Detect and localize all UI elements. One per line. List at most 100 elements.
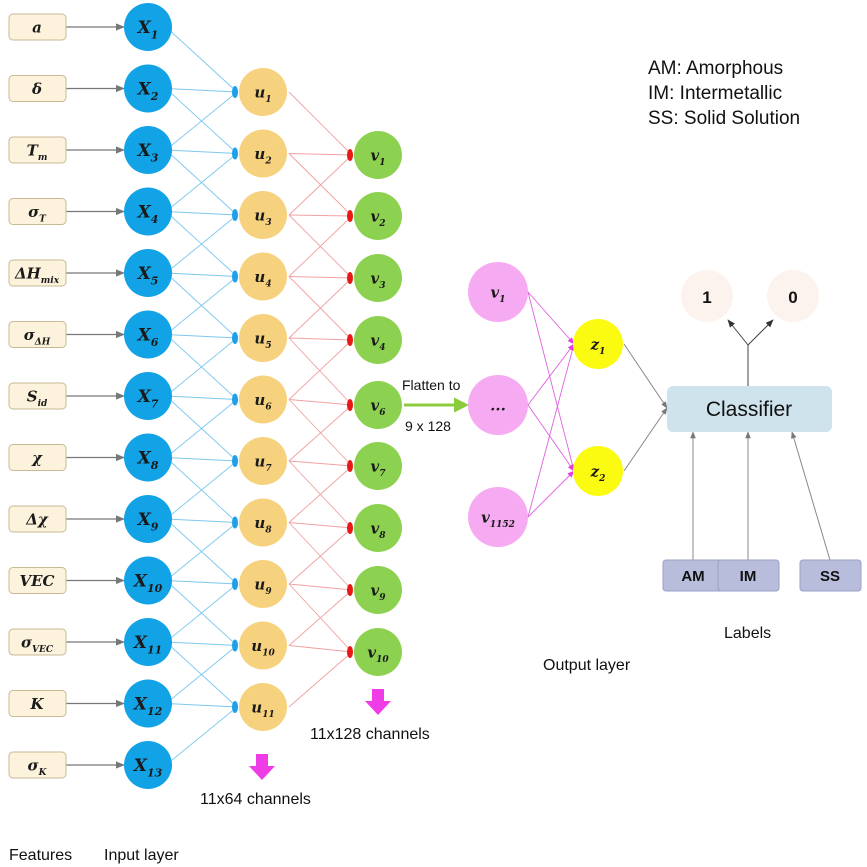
input-node [124,433,172,482]
flat-node-label: v1 [491,283,506,305]
v-input-marker [347,210,353,222]
input-node-label-sub: 2 [150,90,159,103]
input-node-label-base: X [133,695,148,715]
flat-z-connection [527,343,575,406]
u-v-connection [288,276,353,279]
feature-label-base: χ [31,449,43,467]
input-node-label: X3 [137,141,159,164]
z-node [573,319,623,369]
feature-label-base: VEC [19,572,54,590]
v-node-label-base: v [371,146,380,164]
feature-label-sub: K [38,768,48,778]
v-node [354,254,402,302]
u-node-label-base: u [254,575,265,593]
input-node-label: X7 [137,387,159,410]
u-v-connection [288,589,353,646]
u-node-label-sub: 1 [265,95,271,105]
x-u-connection [165,88,238,93]
v-node-label: v7 [371,457,387,479]
input-node-label-base: X [137,141,152,161]
flat-node-label-sub: 1 [499,295,505,305]
input-node-label-sub: 1 [151,29,159,42]
input-node-label-base: X [137,203,152,223]
feature-box [8,198,67,225]
u-node-label-base: u [251,637,262,655]
v-node-label-sub: 6 [379,408,386,418]
z-node-label-sub: 1 [599,347,605,357]
u-node-label-sub: 11 [262,710,275,720]
u-node-label: u4 [254,268,271,290]
u-node-label-base: u [254,145,265,163]
input-node-label-sub: 9 [151,521,159,534]
feature-box [8,690,67,717]
u-input-marker [232,270,238,283]
feature-box [8,75,67,102]
v-node-label-base: v [367,643,376,661]
input-node-label-sub: 4 [151,213,159,226]
caption-flatten-line2: 9 x 128 [405,418,451,434]
x-u-connection [165,460,238,520]
u-node [239,375,287,424]
label-box-im [717,559,780,592]
feature-label-base: K [29,695,44,713]
feature-label-base: ΔH [14,264,42,282]
input-node [124,64,172,113]
v-node-label-base: v [371,396,380,414]
feature-label-sub: m [38,153,48,163]
u-node [239,252,287,301]
u-node-label-sub: 3 [265,218,271,228]
feature-label: Tm [27,141,48,163]
feature-label-base: σ [24,326,36,344]
input-node [124,556,172,605]
feature-label: σK [28,756,48,778]
input-node-label-sub: 7 [151,398,159,411]
input-node [124,249,172,297]
u-v-connection [288,215,353,277]
feature-label-sub: VEC [32,645,54,655]
u-input-marker [232,393,238,406]
u-v-connection [288,645,353,653]
v-input-marker [347,584,353,596]
u-node-label-sub: 2 [264,157,271,167]
flat-z-connection [527,291,576,472]
feature-label: δ [31,80,42,98]
v-node-label-sub: 9 [379,593,386,603]
u-v-connection [288,153,353,156]
caption-input-layer: Input layer [104,847,179,864]
v-node-label-sub: 8 [379,531,386,541]
v-node-label-base: v [371,207,380,225]
input-node [124,741,172,789]
feature-label: Δχ [25,510,49,528]
x-u-connection [165,214,238,274]
u-node-label: u8 [254,514,272,536]
x-u-connection [165,337,238,397]
input-node-label-base: X [137,264,152,284]
feature-box [8,567,67,594]
feature-label: ΔHmix [14,264,60,286]
u-node-label-sub: 4 [265,280,271,290]
feature-box [8,13,67,41]
label-box-text: IM [740,568,757,585]
u-node-label: u2 [254,145,271,167]
feature-label: χ [31,449,43,467]
v-input-marker [347,646,353,658]
classifier-output-arrow-1 [727,319,749,386]
u-node-label-base: u [251,698,262,716]
flat-node-label: ... [490,396,506,414]
u-node-label-sub: 10 [262,649,275,659]
v-input-marker [347,460,353,472]
feature-label-sub: mix [41,276,60,286]
input-node-label: X4 [137,203,159,226]
v-node [354,192,402,240]
v-input-marker [347,334,353,346]
u-v-connection [288,460,353,467]
input-node-label: X1 [137,18,159,41]
output-node-label: 0 [788,288,797,307]
x-u-connection [165,153,238,212]
legend-line-im: IM: Intermetallic [648,83,782,104]
v-node-label: v8 [371,519,387,541]
x-u-connection [165,457,238,462]
u-node-label-base: u [254,206,265,224]
input-node-label-sub: 13 [147,767,163,780]
